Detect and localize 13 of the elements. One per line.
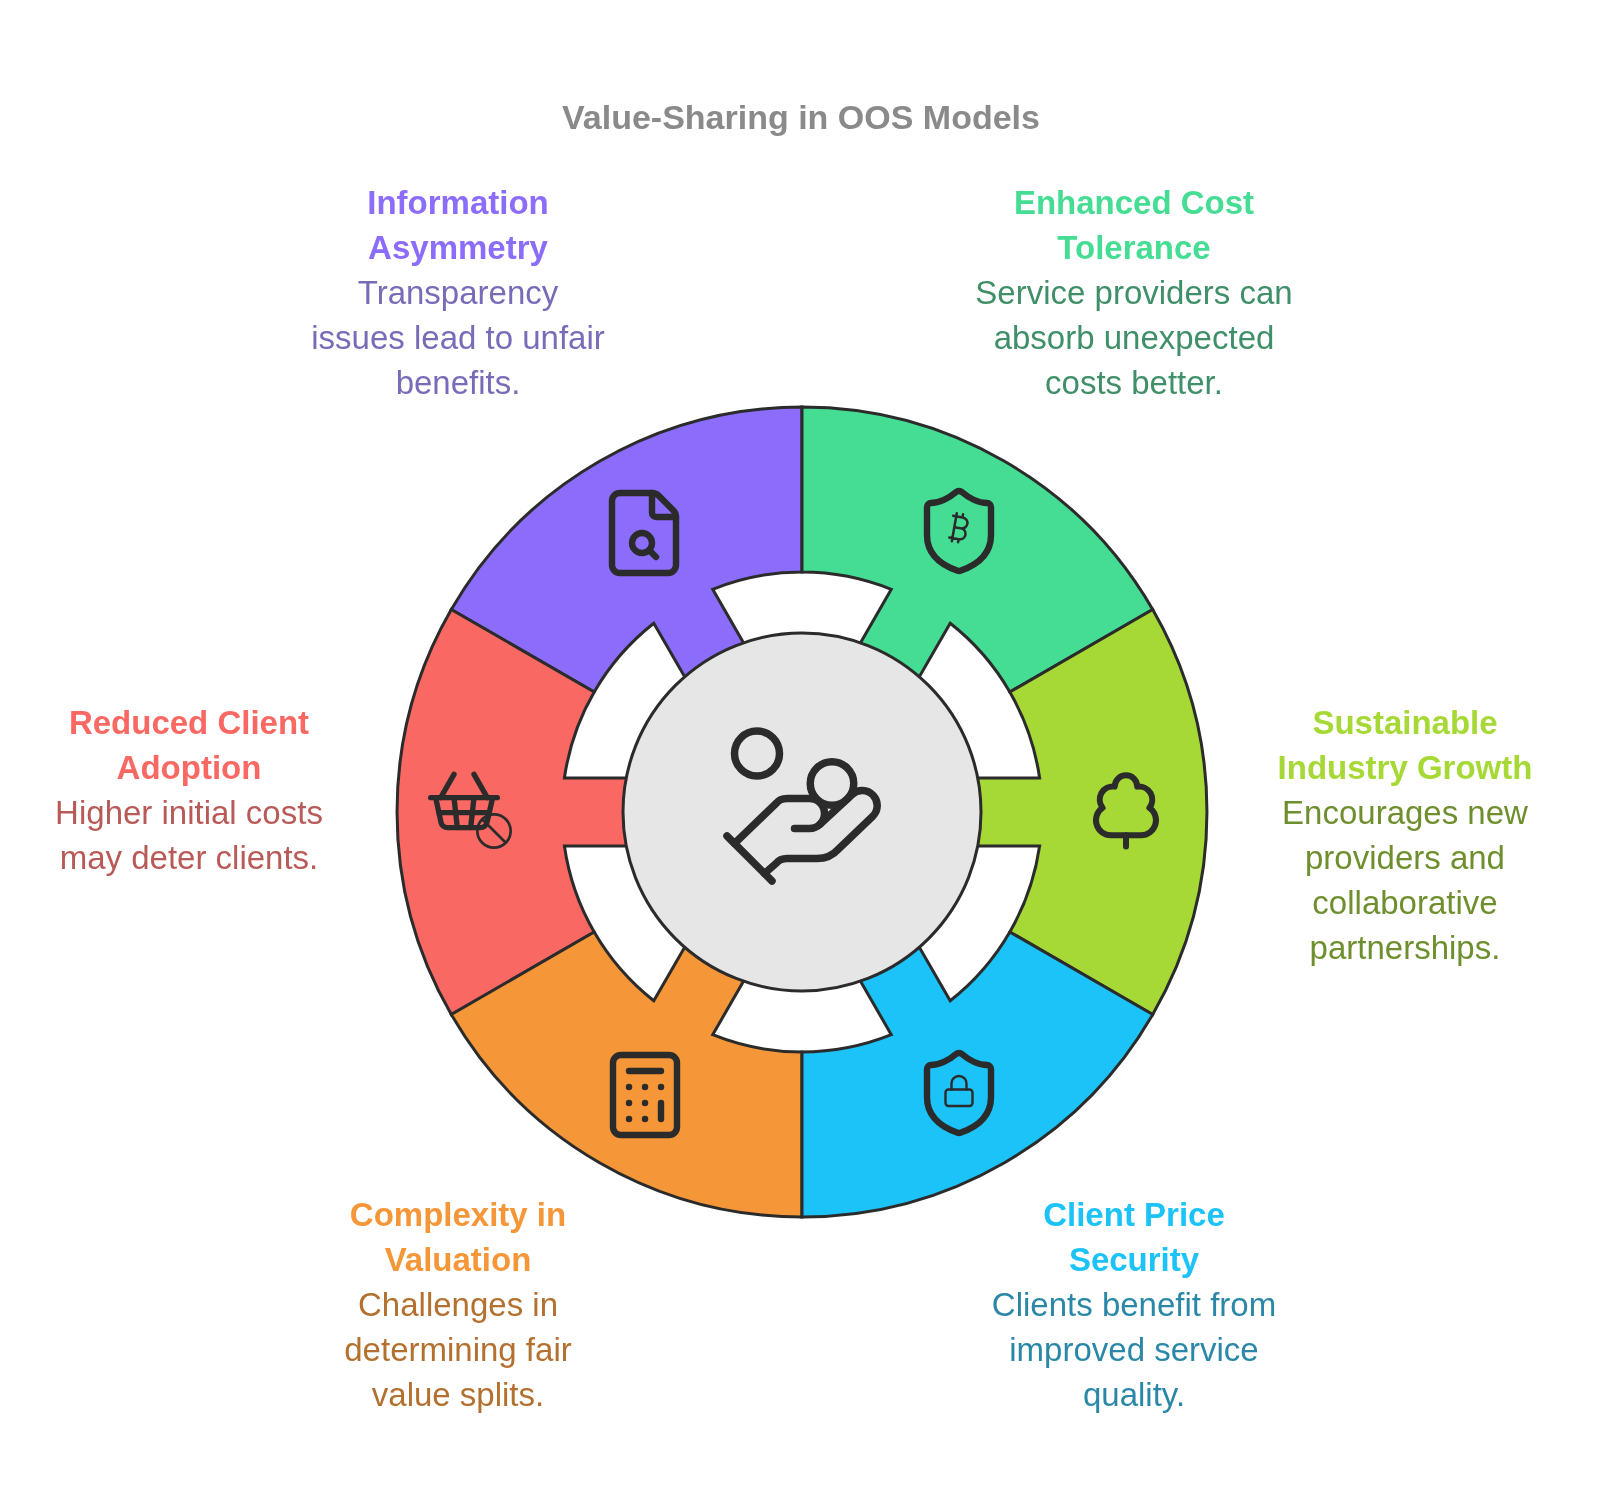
diagram-title: Value-Sharing in OOS Models (561, 97, 1041, 138)
segment-description: Challenges in determining fair value splits. (343, 1285, 573, 1415)
segment-heading: Complexity in Valuation (348, 1195, 568, 1280)
segment-heading: Enhanced Cost Tolerance (1012, 183, 1256, 268)
segment-description: Clients benefit from improved service quality. (990, 1285, 1278, 1415)
segment-description: Higher initial costs may deter clients. (54, 793, 324, 878)
segment-description: Service providers can absorb unexpected costs better. (974, 273, 1294, 403)
segment-heading: Sustainable Industry Growth (1276, 703, 1534, 788)
segment-heading: Reduced Client Adoption (67, 703, 311, 788)
segment-heading: Client Price Security (1042, 1195, 1226, 1280)
segment-description: Encourages new providers and collaborative partnerships. (1281, 793, 1529, 968)
segment-heading: Information Asymmetry (366, 183, 550, 268)
segment-description: Transparency issues lead to unfair benefits. (310, 273, 606, 403)
